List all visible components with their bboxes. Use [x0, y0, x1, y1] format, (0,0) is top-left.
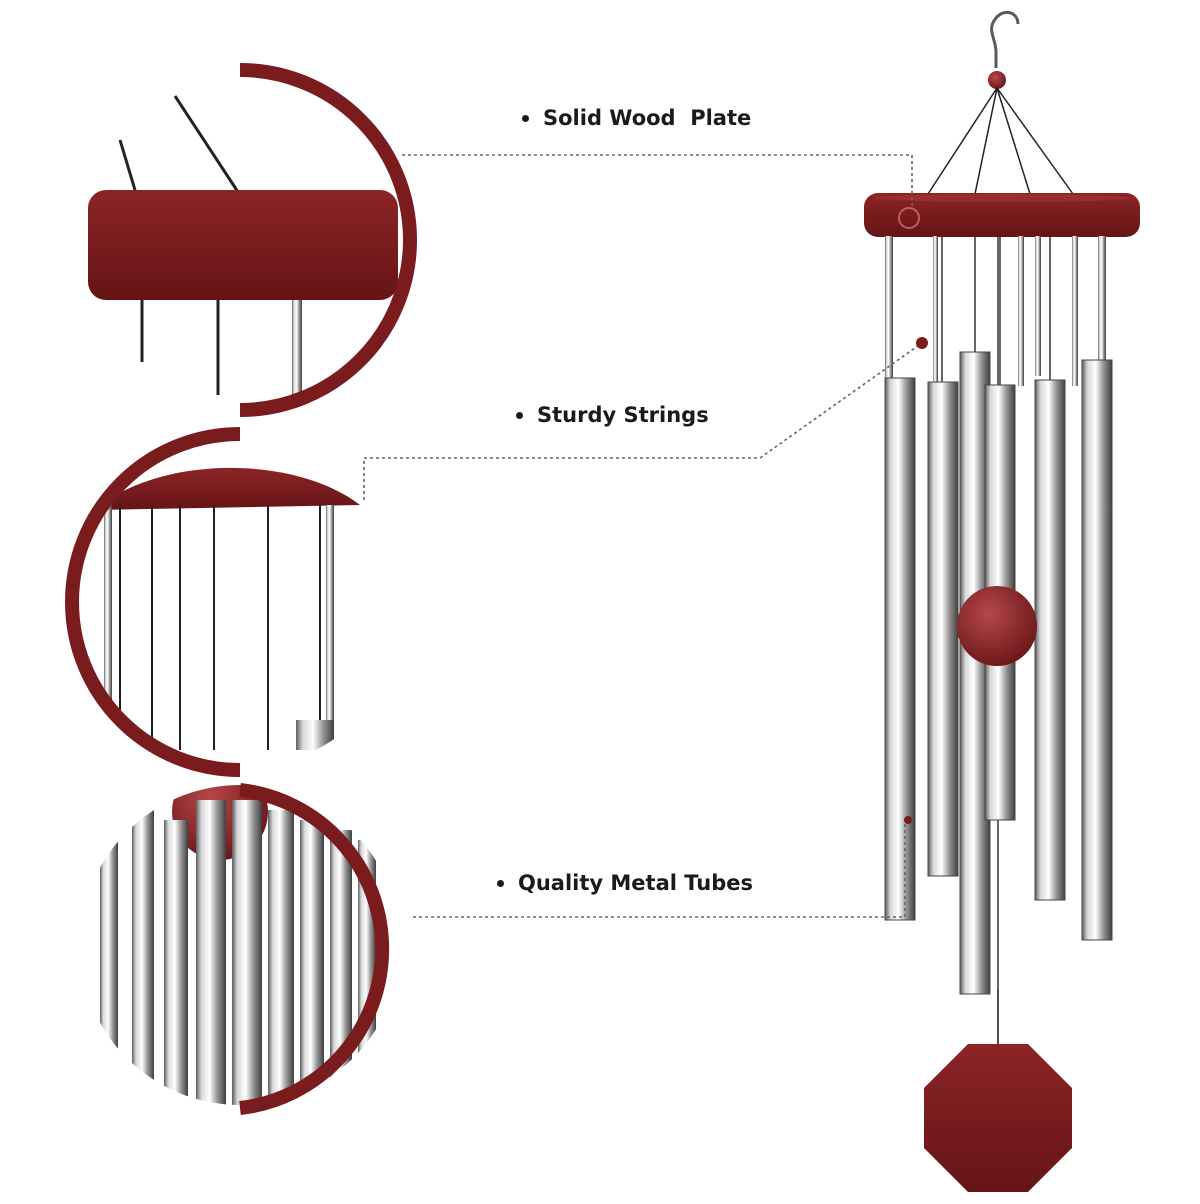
label-strings: Sturdy Strings	[537, 403, 709, 427]
callout-tubes: Quality Metal Tubes	[497, 871, 753, 895]
bullet-icon	[522, 114, 529, 122]
tube	[884, 377, 916, 921]
metal-tubes	[884, 236, 1113, 995]
zoom-metal-tubes	[100, 783, 390, 1115]
wind-chime	[864, 10, 1140, 1192]
zoom-strings	[65, 427, 360, 777]
bullet-icon	[516, 411, 523, 419]
hanger-bead	[988, 71, 1006, 89]
wood-plate	[864, 193, 1140, 237]
hanging-strings	[927, 87, 1074, 195]
bullet-icon	[497, 879, 504, 887]
callout-strings: Sturdy Strings	[516, 403, 709, 427]
tube	[927, 381, 959, 877]
leader-lines	[363, 154, 923, 918]
label-wood-plate: Solid Wood Plate	[543, 106, 752, 130]
label-tubes: Quality Metal Tubes	[518, 871, 754, 895]
zoom-wood-plate	[88, 63, 417, 417]
tube	[1034, 379, 1066, 901]
striker-ball	[957, 586, 1037, 666]
callout-wood-plate: Solid Wood Plate	[522, 106, 751, 130]
hook-icon	[990, 10, 1020, 68]
plate-marker	[898, 207, 920, 229]
wind-sail	[924, 1044, 1072, 1192]
tube	[1081, 359, 1113, 941]
